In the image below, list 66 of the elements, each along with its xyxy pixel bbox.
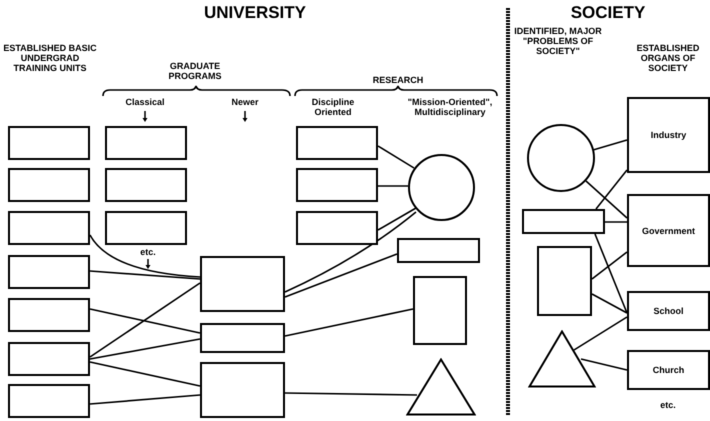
connector-line xyxy=(592,139,628,151)
section-heading: SOCIETY xyxy=(570,4,646,23)
connector-line xyxy=(378,145,414,169)
empty-box xyxy=(296,211,378,245)
empty-box xyxy=(8,298,90,332)
empty-box xyxy=(8,342,90,376)
connector-line xyxy=(89,234,200,278)
connector-line xyxy=(592,251,628,280)
empty-box xyxy=(8,211,90,245)
section-heading: UNIVERSITY xyxy=(202,4,308,23)
column-heading: ESTABLISHED ORGANS OF SOCIETY xyxy=(636,44,700,74)
column-heading: GRADUATE PROGRAMS xyxy=(167,62,222,82)
empty-box xyxy=(296,168,378,202)
organ-box xyxy=(627,350,710,390)
box-label: School xyxy=(653,306,684,316)
connector-line xyxy=(284,211,416,293)
connector-line xyxy=(378,207,416,231)
connector-line xyxy=(90,308,200,334)
connector-line xyxy=(90,270,200,280)
empty-box xyxy=(105,211,187,245)
empty-box xyxy=(8,255,90,289)
empty-box xyxy=(8,384,90,418)
connector-line xyxy=(284,253,398,298)
connector-line xyxy=(90,394,200,405)
empty-box xyxy=(8,126,90,160)
connector-line xyxy=(90,338,200,360)
empty-box xyxy=(105,168,187,202)
connector-line xyxy=(605,221,627,223)
connector-line xyxy=(595,170,628,210)
empty-box xyxy=(413,276,467,345)
connector-line xyxy=(585,180,628,219)
connector-line xyxy=(378,185,408,187)
connector-line xyxy=(90,282,200,358)
box-label: Government xyxy=(642,226,695,236)
connector-line xyxy=(594,234,628,314)
connector-line xyxy=(574,316,628,351)
column-heading: RESEARCH xyxy=(372,76,424,86)
empty-box xyxy=(537,246,592,316)
empty-triangle xyxy=(406,358,476,416)
empty-box xyxy=(200,256,285,312)
subheading: Classical xyxy=(124,98,166,108)
empty-box xyxy=(200,362,285,418)
connector-line xyxy=(90,361,200,387)
column-heading: IDENTIFIED, MAJOR "PROBLEMS OF SOCIETY" xyxy=(513,27,603,57)
box-label: Church xyxy=(652,365,684,375)
empty-box xyxy=(8,168,90,202)
organ-box xyxy=(627,194,710,267)
connector-line xyxy=(580,358,628,371)
connector-line xyxy=(284,392,418,396)
etc-note: etc. xyxy=(659,401,677,411)
subheading: "Mission-Oriented", Multidisciplinary xyxy=(406,98,494,118)
organ-box xyxy=(627,291,710,331)
empty-box xyxy=(105,126,187,160)
column-heading: ESTABLISHED BASIC UNDERGRAD TRAINING UNITS xyxy=(2,44,98,74)
connector-line xyxy=(284,308,414,337)
empty-box xyxy=(522,209,605,234)
empty-triangle xyxy=(528,330,596,388)
etc-note: etc. xyxy=(139,248,157,258)
empty-box xyxy=(397,238,480,263)
empty-box xyxy=(200,323,285,353)
empty-box xyxy=(296,126,378,160)
box-label: Industry xyxy=(650,130,686,140)
subheading: Discipline Oriented xyxy=(310,98,356,118)
connector-line xyxy=(592,293,628,314)
organ-box xyxy=(627,97,710,173)
subheading: Newer xyxy=(230,98,260,108)
